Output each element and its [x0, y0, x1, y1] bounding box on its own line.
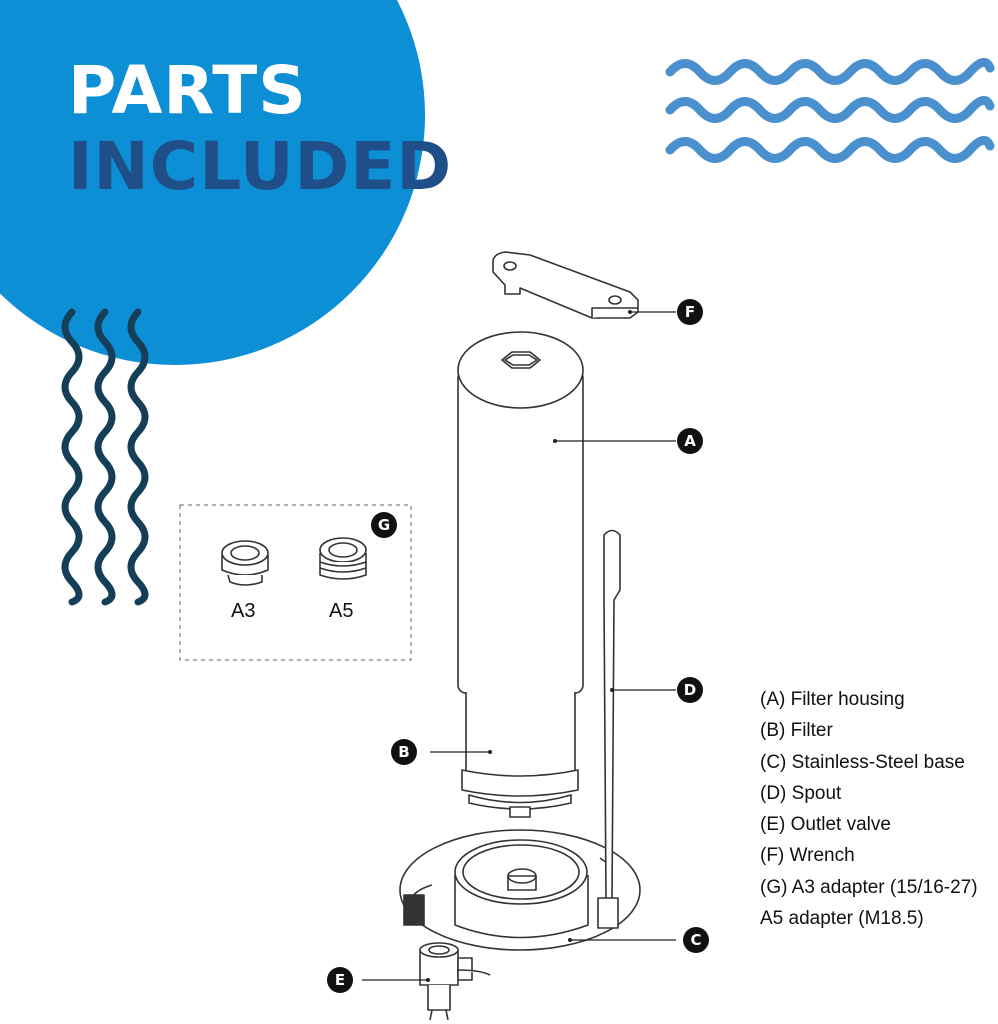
callout-c: C: [683, 927, 709, 953]
wave-decoration-vertical: [61, 308, 149, 606]
base-drawing: [399, 829, 641, 951]
legend-item: (F) Wrench: [760, 845, 855, 867]
legend-item: (D) Spout: [760, 782, 842, 804]
callout-d: D: [677, 677, 703, 703]
legend-item: (E) Outlet valve: [760, 814, 891, 836]
wrench-drawing: [492, 251, 639, 319]
a3-adapter-drawing: [221, 540, 269, 586]
callout-e: E: [327, 967, 353, 993]
a5-adapter-drawing: [319, 537, 367, 580]
callout-a: A: [677, 428, 703, 454]
adapter-label-a5: A5: [329, 600, 354, 622]
legend-item: A5 adapter (M18.5): [760, 908, 924, 930]
title-line-2: INCLUDED: [68, 128, 453, 205]
outlet-valve-drawing: [403, 884, 491, 1021]
decorative-circle: [0, 0, 425, 365]
callout-b: B: [391, 739, 417, 765]
adapter-box: [179, 504, 412, 661]
leader-lines: [362, 311, 676, 981]
filter-housing-drawing: [457, 331, 584, 694]
legend-item: (C) Stainless-Steel base: [760, 751, 965, 773]
callout-g: G: [371, 512, 397, 538]
legend-item: (B) Filter: [760, 720, 833, 742]
legend-item: (G) A3 adapter (15/16-27): [760, 876, 978, 898]
title-line-1: PARTS: [68, 52, 307, 129]
wave-decoration-horizontal: [665, 57, 995, 163]
legend-item: (A) Filter housing: [760, 689, 905, 710]
filter-drawing: [461, 692, 579, 818]
callout-f: F: [677, 299, 703, 325]
parts-legend: (A) Filter housing (B) Filter (C) Stainl…: [760, 684, 978, 934]
spout-drawing: [597, 529, 621, 929]
adapter-label-a3: A3: [231, 600, 256, 622]
